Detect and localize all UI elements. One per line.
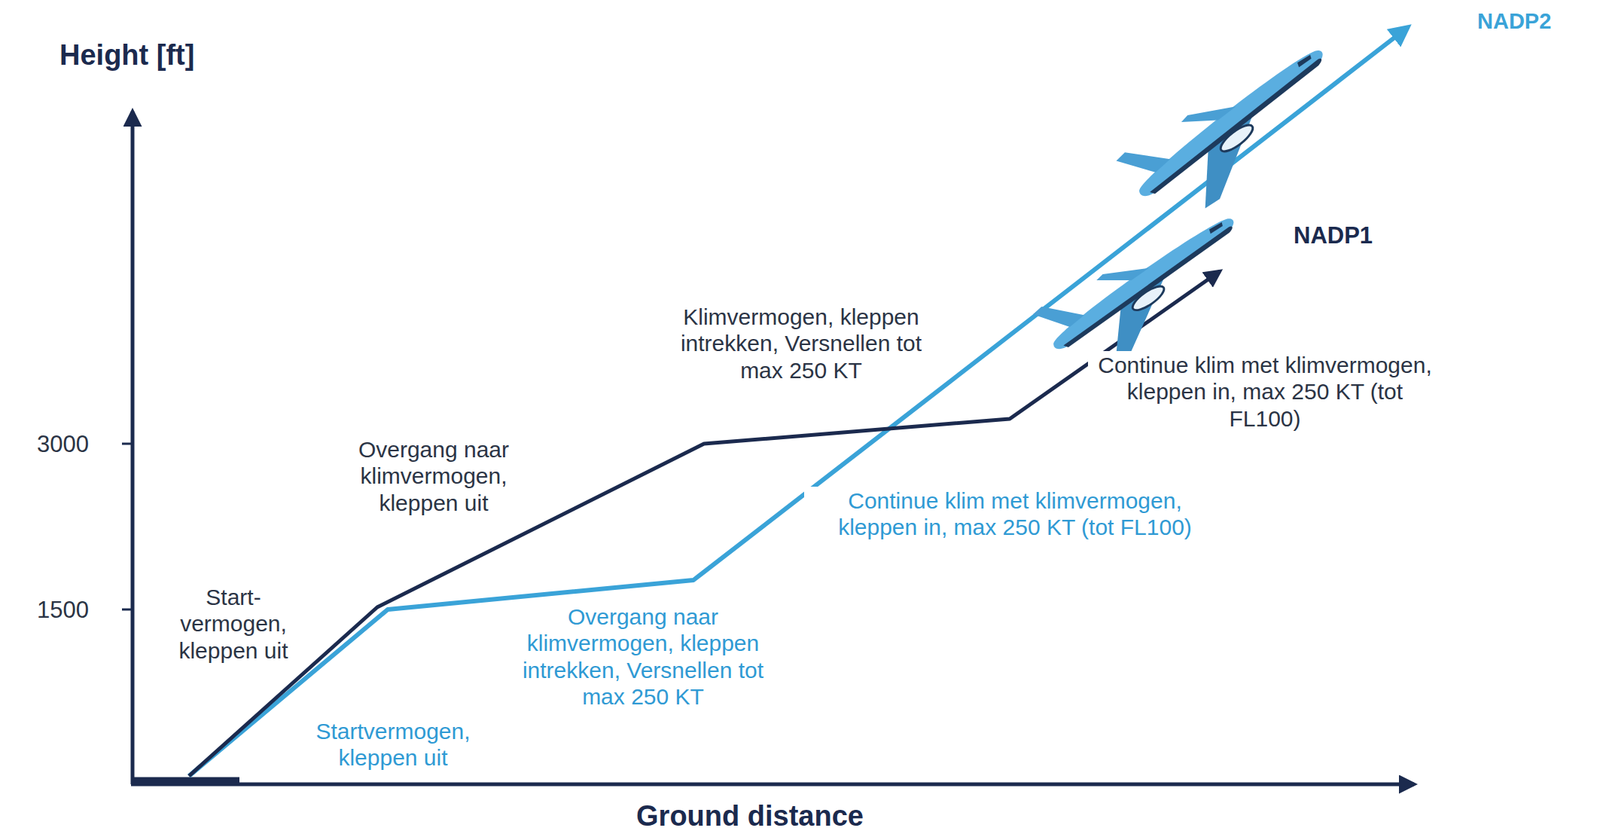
phase-note: Klimvermogen, kleppen intrekken, Versnel… [669, 302, 933, 384]
phase-note: Continue klim met klimvermogen, kleppen … [1088, 350, 1442, 433]
series-label: NADP2 [1474, 7, 1555, 35]
tick-label: 3000 [33, 429, 92, 460]
aircraft-icon [1114, 19, 1355, 236]
tick [121, 608, 133, 611]
phase-note: Start- vermogen, kleppen uit [161, 582, 305, 665]
y-axis [131, 111, 135, 784]
tick-label: 1500 [33, 595, 92, 625]
phase-note: Continue klim met klimvermogen, kleppen … [804, 486, 1226, 542]
tick [121, 442, 133, 445]
series-label: NADP1 [1290, 221, 1376, 251]
x-axis [131, 782, 1415, 787]
axis-title: Ground distance [633, 798, 867, 834]
axis-title: Height [ft] [56, 37, 198, 74]
runway-bar [132, 777, 240, 784]
phase-note: Overgang naar klimvermogen, kleppen uit [324, 435, 543, 517]
phase-note: Overgang naar klimvermogen, kleppen intr… [518, 602, 768, 711]
phase-note: Startvermogen, kleppen uit [291, 716, 495, 772]
